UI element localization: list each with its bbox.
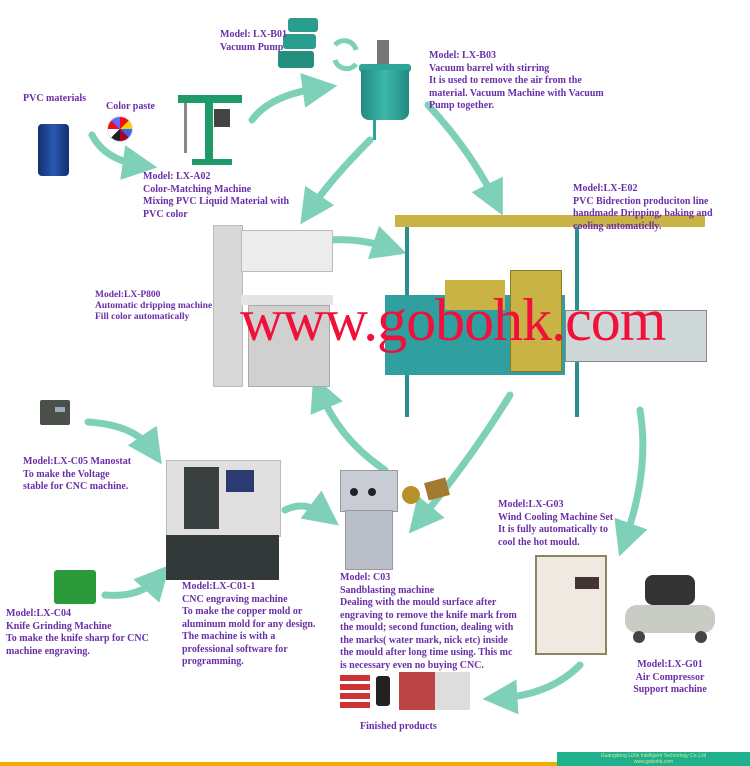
label-line: Dealing with the mould surface after (340, 597, 497, 608)
arrow-c04-to-cnc (101, 564, 170, 603)
label-line: To make the knife sharp for CNC (6, 633, 149, 644)
vacuum-cycle-icon (332, 38, 359, 72)
label-line: cool the hot mould. (498, 536, 580, 548)
label-line: Model: LX-A02 (143, 171, 211, 182)
arrow-a02-to-b03 (248, 73, 338, 124)
label-line: PVC materials (23, 93, 87, 104)
label-line: the mould; second function, dealing with (340, 622, 514, 633)
label-line: Model:LX-P800 (95, 290, 161, 300)
label-line: Color-Matching Machine (143, 183, 252, 195)
label-line: Model:LX-E02 (573, 183, 638, 194)
label-line: To make the copper mold or (182, 606, 303, 617)
color-matching-machine-image (178, 95, 242, 167)
label-line: The machine is with a (182, 631, 276, 642)
label-line: CNC engraving machine (182, 593, 288, 605)
label-line: is necessary even no buying CNC. (340, 659, 484, 671)
air-compressor-image (625, 575, 717, 645)
footer-company: Guangdong LiXin Intelligent Technology C… (600, 753, 707, 759)
label-line: It is fully automatically to (498, 524, 608, 535)
label-line: Model: C03 (340, 572, 391, 583)
color-paste-palette-image (107, 116, 133, 142)
label-line: Automatic dripping machine (95, 301, 213, 311)
label-line: professional software for (182, 643, 288, 655)
label-line: Model: LX-B03 (429, 50, 496, 61)
label-line: Model: LX-B01 (220, 29, 287, 40)
label-line: Model:LX-C04 (6, 608, 71, 619)
label-line: Pump together. (429, 100, 495, 111)
label-line: handmade Dripping, baking and (573, 208, 713, 219)
footer-bar: Guangdong LiXin Intelligent Technology C… (557, 752, 750, 766)
label-line: machine engraving. (6, 645, 90, 657)
sandblasting-machine-image (340, 470, 398, 570)
label-line: Vacuum Pump (220, 41, 284, 53)
cnc-machine-image (166, 445, 281, 580)
label-line: Finished products (360, 721, 437, 732)
arrow-g03-to-finished (482, 661, 584, 715)
label-line: Model:LX-C05 Manostat (23, 456, 132, 467)
label-line: PVC color (143, 208, 188, 220)
label-line: Fill color automatically (95, 312, 190, 322)
label-line: aluminum mold for any design. (182, 618, 316, 630)
label-line: the mould after long time using. This mc (340, 647, 513, 658)
label-line: Knife Grinding Machine (6, 620, 112, 632)
watermark: www.gobohk.com (240, 287, 666, 353)
finished-products-image (340, 672, 470, 710)
knife-grinder-image (54, 570, 96, 604)
label-line: Sandblasting machine (340, 584, 435, 596)
mould-samples-image (402, 477, 454, 506)
arrow-c03-to-p800 (310, 375, 389, 474)
label-line: Mixing PVC Liquid Material with (143, 196, 290, 207)
label-line: programming. (182, 656, 244, 667)
label-line: cooling automaticlly. (573, 220, 662, 232)
label-finished-products: Finished products (360, 721, 437, 734)
arrow-b03-to-p800 (300, 136, 374, 225)
label-line: engraving to remove the knife mark from (340, 609, 517, 621)
label-line: material. Vacuum Machine with Vacuum (429, 87, 604, 99)
label-line: stable for CNC machine. (23, 481, 129, 492)
label-line: Wind Cooling Machine Set (498, 511, 614, 523)
production-line-image (385, 215, 710, 420)
label-line: Color paste (106, 101, 155, 112)
label-line: PVC Bidrection produciton line (573, 195, 709, 207)
arrow-b03-to-e02 (424, 101, 503, 216)
arrow-pvc-to-a02 (88, 131, 158, 180)
pvc-barrel-image (38, 124, 69, 176)
label-line: Support machine (633, 684, 707, 695)
arrow-p800-to-e02 (326, 225, 407, 260)
arrow-cnc-to-c03 (281, 490, 340, 526)
cooling-machine-image (535, 555, 607, 655)
label-line: Air Compressor (635, 671, 705, 683)
label-line: Model:LX-G03 (498, 499, 564, 510)
vacuum-pump-image (278, 18, 322, 70)
manostat-image (40, 400, 70, 425)
vacuum-barrel-image (355, 40, 415, 140)
label-line: the marks( water mark, nick etc) inside (340, 634, 508, 646)
dripping-machine-image (213, 225, 335, 390)
label-pvc-materials: PVC materials (23, 93, 86, 106)
label-line: It is used to remove the air from the (429, 75, 582, 86)
label-color-paste: Color paste (106, 101, 155, 114)
footer-url: www.gobohk.com (633, 759, 674, 765)
label-line: Model:LX-G01 (637, 659, 703, 670)
label-line: To make the Voltage (23, 468, 110, 480)
arrow-c05-to-cnc (84, 418, 162, 465)
arrow-e02-to-c03 (408, 391, 514, 534)
footer-line (0, 762, 557, 766)
label-line: Vacuum barrel with stirring (429, 62, 550, 74)
label-line: Model:LX-C01-1 (182, 581, 256, 592)
arrow-e02-to-g03 (614, 406, 648, 557)
